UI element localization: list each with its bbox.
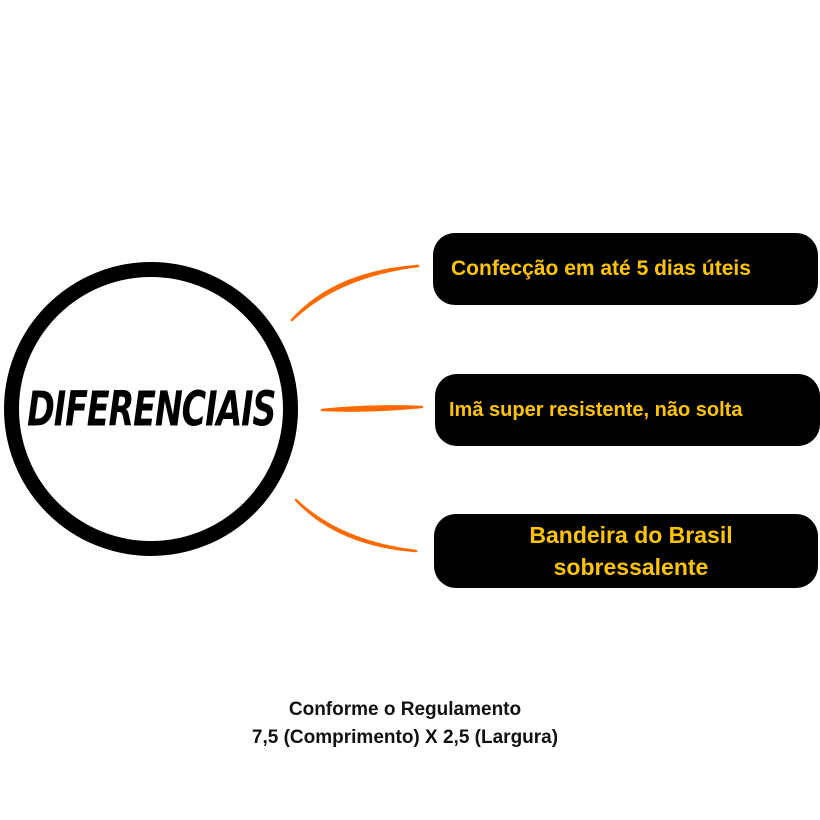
hub-label: DIFERENCIAIS bbox=[26, 380, 276, 438]
feature-pill-flag: Bandeira do Brasil sobressalente bbox=[434, 514, 818, 588]
footer-line-2: 7,5 (Comprimento) X 2,5 (Largura) bbox=[251, 727, 559, 748]
connector-middle bbox=[320, 405, 424, 412]
feature-label-magnet: Imã super resistente, não solta bbox=[449, 398, 743, 421]
hub-circle: DIFERENCIAIS bbox=[4, 262, 298, 556]
connector-top bbox=[290, 264, 420, 322]
footer-note: Conforme o Regulamento 7,5 (Comprimento)… bbox=[0, 696, 820, 752]
feature-label-flag-line2: sobressalente bbox=[553, 554, 709, 580]
feature-label-delivery: Confecção em até 5 dias úteis bbox=[451, 257, 751, 280]
feature-pill-magnet: Imã super resistente, não solta bbox=[435, 374, 820, 446]
footer-line-1: Conforme o Regulamento bbox=[288, 699, 522, 720]
feature-label-flag-line1: Bandeira do Brasil bbox=[529, 521, 733, 548]
connector-bottom bbox=[294, 498, 418, 553]
feature-pill-delivery: Confecção em até 5 dias úteis bbox=[433, 233, 818, 305]
